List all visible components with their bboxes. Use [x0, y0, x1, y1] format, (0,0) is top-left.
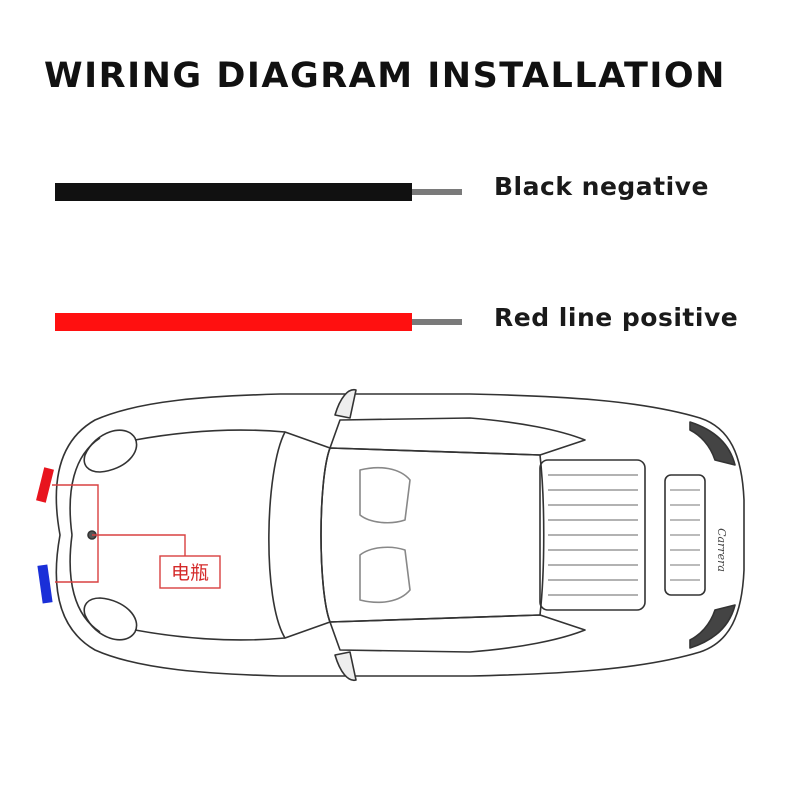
mirror-top	[334, 389, 357, 419]
red-connector	[36, 467, 54, 503]
black-wire-core	[412, 189, 462, 195]
rear-light-top	[689, 421, 736, 466]
roof	[320, 447, 545, 623]
black-negative-wire	[55, 183, 465, 201]
red-positive-label: Red line positive	[494, 303, 739, 332]
lead-line-positive	[52, 484, 99, 583]
side-window-bottom	[329, 614, 586, 653]
page-title: WIRING DIAGRAM INSTALLATION	[44, 56, 726, 96]
red-positive-wire	[55, 313, 465, 331]
rear-light-bottom	[689, 604, 736, 649]
hood-line-bottom	[134, 629, 286, 641]
mirror-bottom	[334, 651, 357, 681]
lead-line-to-battery	[92, 534, 186, 556]
headlight-bottom	[83, 597, 138, 641]
car-diagram: Carrera 电瓶	[0, 360, 800, 800]
car-top-view: Carrera 电瓶	[36, 389, 745, 681]
red-wire-core	[412, 319, 462, 325]
battery-label: 电瓶	[171, 562, 209, 584]
black-negative-label: Black negative	[494, 172, 709, 201]
headlight-top	[83, 429, 138, 473]
rear-badge-text: Carrera	[715, 528, 728, 572]
engine-grille	[664, 474, 706, 596]
rear-window	[539, 459, 646, 611]
battery-box	[159, 555, 221, 589]
red-wire-insulation	[55, 313, 412, 331]
blue-connector	[37, 564, 53, 604]
black-wire-insulation	[55, 183, 412, 201]
seat-top	[359, 466, 411, 524]
car-body-outline	[55, 393, 745, 677]
hood-line-top	[134, 429, 286, 441]
seat-bottom	[359, 546, 411, 604]
side-window-top	[329, 417, 586, 456]
